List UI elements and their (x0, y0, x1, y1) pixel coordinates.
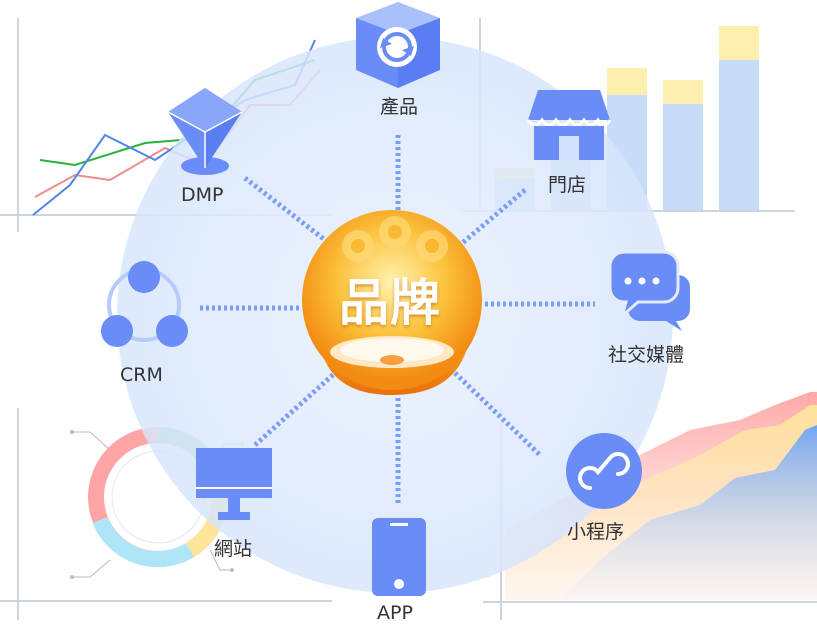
mini-program-icon (566, 433, 642, 509)
node-label-miniprogram: 小程序 (567, 521, 625, 543)
node-label-app: APP (377, 602, 413, 624)
node-label-dmp: DMP (181, 184, 224, 206)
three-nodes-icon (101, 261, 188, 347)
node-label-product: 產品 (380, 96, 419, 118)
connector-store (458, 188, 527, 247)
decorative-area-chart (505, 392, 817, 600)
funnel-diamond-icon (167, 88, 243, 175)
refresh-box-icon (356, 2, 440, 88)
smartphone-icon (372, 518, 426, 596)
storefront-icon (526, 90, 612, 160)
connectors (200, 135, 595, 505)
brand-orb (302, 210, 482, 395)
node-label-crm: CRM (120, 364, 163, 386)
node-label-social: 社交媒體 (608, 344, 685, 366)
monitor-icon (196, 448, 272, 520)
chat-bubbles-icon (608, 250, 690, 331)
node-label-store: 門店 (548, 174, 587, 196)
node-label-website: 網站 (214, 538, 253, 560)
connector-dmp (243, 176, 327, 242)
crown-watermark-icon (342, 216, 448, 262)
connector-miniprogram (453, 371, 542, 457)
brand-center-label: 品牌 (339, 274, 441, 332)
